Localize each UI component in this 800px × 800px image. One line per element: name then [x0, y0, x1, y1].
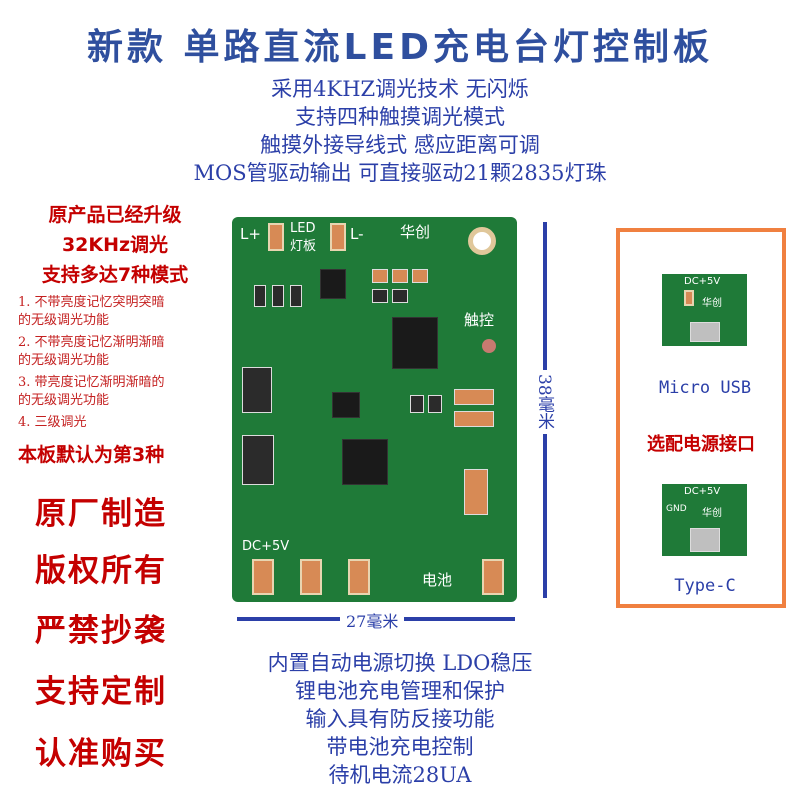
controller-chip — [392, 317, 438, 369]
resistor — [372, 289, 388, 303]
lamp-label: 灯板 — [290, 239, 317, 254]
mode-line: 4. 三级调光 — [18, 415, 87, 430]
type-c-label: Type-C — [674, 576, 736, 596]
upgrade-line: 原产品已经升级 — [48, 204, 182, 226]
diode — [242, 435, 274, 485]
transistor — [332, 392, 360, 418]
lplus-label: L+ — [240, 225, 261, 243]
feature-line: 带电池充电控制 — [326, 735, 474, 759]
mounting-hole — [468, 227, 496, 255]
brand-label: 华创 — [400, 223, 431, 241]
gnd-pad — [300, 559, 322, 595]
mini-gnd-label: GND — [666, 504, 687, 514]
mode-line: 的无级调光功能 — [18, 313, 110, 328]
feature-line: 输入具有防反接功能 — [305, 707, 495, 731]
capacitor — [392, 269, 408, 283]
battery-label: 电池 — [422, 571, 453, 589]
feature-line: 触摸外接导线式 感应距离可调 — [260, 133, 540, 157]
feature-line: 采用4KHZ调光技术 无闪烁 — [271, 77, 529, 101]
feature-line: 待机电流28UA — [328, 763, 472, 787]
mosfet-chip — [320, 269, 346, 299]
pcb-board: L+ LED 灯板 L- 华创 触控 DC+5V 电池 — [232, 217, 517, 602]
feature-line: MOS管驱动输出 可直接驱动21颗2835灯珠 — [193, 161, 607, 185]
mini-dc-label: DC+5V — [684, 276, 721, 287]
bat-pad — [348, 559, 370, 595]
mini-dc-label: DC+5V — [684, 486, 721, 497]
resistor — [272, 285, 284, 307]
charger-chip — [342, 439, 388, 485]
battery-pad — [482, 559, 504, 595]
resistor — [392, 289, 408, 303]
slogan: 认准购买 — [35, 736, 167, 772]
touch-label: 触控 — [464, 311, 495, 329]
slogan: 严禁抄袭 — [35, 613, 167, 649]
mini-pad — [684, 290, 694, 306]
capacitor — [454, 411, 494, 427]
micro-usb-board: DC+5V 华创 — [662, 274, 747, 346]
capacitor — [372, 269, 388, 283]
upgrade-line: 支持多达7种模式 — [41, 264, 189, 286]
slogan: 原厂制造 — [35, 496, 167, 532]
led-label: LED — [290, 221, 316, 236]
capacitor — [464, 469, 488, 515]
lminus-pad — [330, 223, 346, 251]
feature-line: 锂电池充电管理和保护 — [295, 679, 505, 703]
micro-usb-label: Micro USB — [658, 378, 752, 398]
mode-line: 的无级调光功能 — [18, 393, 110, 408]
mode-line: 1. 不带亮度记忆突明突暗 — [18, 295, 165, 310]
type-c-connector — [690, 528, 720, 552]
dc-label: DC+5V — [242, 539, 290, 554]
slogan: 支持定制 — [35, 674, 167, 710]
capacitor — [454, 389, 494, 405]
mode-line: 3. 带亮度记忆渐明渐暗的 — [18, 375, 165, 390]
resistor — [428, 395, 442, 413]
height-dimension-label: 38毫米 — [532, 370, 557, 434]
slogan: 版权所有 — [35, 553, 167, 589]
optional-power-label: 选配电源接口 — [647, 434, 755, 455]
lminus-label: L- — [350, 225, 364, 243]
mini-brand-label: 华创 — [702, 508, 722, 519]
mode-line: 2. 不带亮度记忆渐明渐暗 — [18, 335, 165, 350]
feature-line: 支持四种触摸调光模式 — [295, 105, 505, 129]
lplus-pad — [268, 223, 284, 251]
capacitor — [412, 269, 428, 283]
page-title: 新款 单路直流LED充电台灯控制板 — [87, 27, 713, 68]
mini-brand-label: 华创 — [702, 298, 722, 309]
resistor — [410, 395, 424, 413]
feature-line: 内置自动电源切换 LDO稳压 — [267, 651, 533, 675]
width-dimension-label: 27毫米 — [340, 608, 405, 632]
default-mode-note: 本板默认为第3种 — [18, 444, 165, 466]
diode — [242, 367, 272, 413]
resistor — [254, 285, 266, 307]
micro-usb-connector — [690, 322, 720, 342]
dc-pad — [252, 559, 274, 595]
type-c-board: DC+5V GND 华创 — [662, 484, 747, 556]
touch-pad — [482, 339, 496, 353]
mode-line: 的无级调光功能 — [18, 353, 110, 368]
upgrade-line: 32KHz调光 — [61, 234, 169, 256]
resistor — [290, 285, 302, 307]
power-options-frame: DC+5V 华创 Micro USB 选配电源接口 DC+5V GND 华创 T… — [616, 228, 786, 608]
